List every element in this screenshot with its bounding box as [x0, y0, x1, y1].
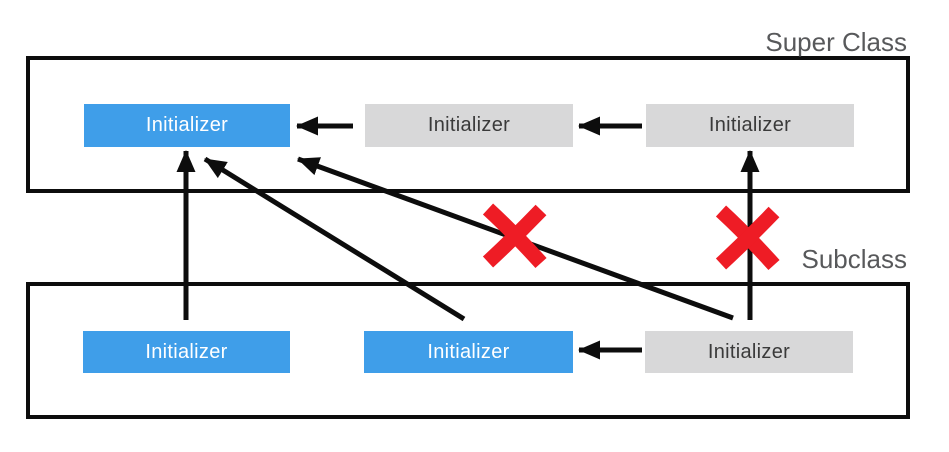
superclass-designated-initializer: Initializer	[84, 104, 290, 147]
superclass-convenience-initializer-2: Initializer	[646, 104, 854, 147]
red-cross-stroke	[482, 203, 547, 269]
red-cross-stroke	[482, 204, 547, 268]
subclass-designated-initializer-2: Initializer	[364, 331, 573, 373]
red-cross-icon	[482, 203, 547, 269]
red-cross-icon	[715, 205, 780, 271]
subclass-designated-initializer-1: Initializer	[83, 331, 290, 373]
superclass-label: Super Class	[765, 27, 907, 57]
superclass-convenience-initializer-1: Initializer	[365, 104, 573, 147]
red-cross-stroke	[715, 205, 780, 271]
red-cross-stroke	[715, 206, 780, 270]
subclass-label: Subclass	[801, 244, 908, 274]
subclass-convenience-initializer: Initializer	[645, 331, 853, 373]
